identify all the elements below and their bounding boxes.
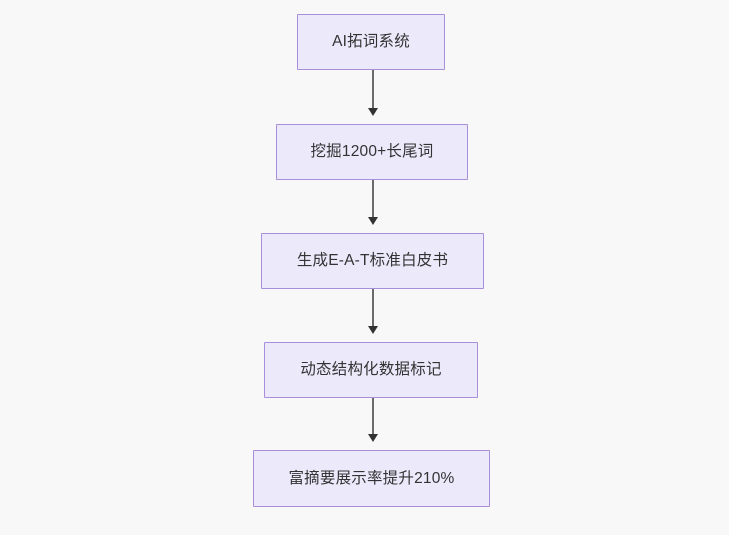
flow-connector-2: [367, 180, 378, 225]
arrowhead-icon: [367, 325, 378, 334]
connector-line: [372, 398, 374, 435]
flow-node-label: 挖掘1200+长尾词: [310, 143, 434, 161]
arrowhead-icon: [367, 433, 378, 442]
flow-node-mine-longtail-keywords[interactable]: 挖掘1200+长尾词: [276, 124, 468, 180]
flow-connector-3: [367, 289, 378, 334]
connector-line: [372, 70, 374, 109]
flow-node-ai-keyword-system[interactable]: AI拓词系统: [297, 14, 445, 70]
flow-connector-1: [367, 70, 378, 116]
flow-node-dynamic-structured-data[interactable]: 动态结构化数据标记: [264, 342, 478, 398]
flow-node-generate-eat-whitepaper[interactable]: 生成E-A-T标准白皮书: [261, 233, 484, 289]
arrowhead-icon: [367, 107, 378, 116]
connector-line: [372, 180, 374, 218]
connector-line: [372, 289, 374, 327]
flow-node-label: 生成E-A-T标准白皮书: [296, 252, 449, 270]
flow-connector-4: [367, 398, 378, 442]
flow-node-label: 富摘要展示率提升210%: [288, 469, 455, 487]
flow-node-rich-snippet-uplift[interactable]: 富摘要展示率提升210%: [253, 450, 490, 507]
arrowhead-icon: [367, 216, 378, 225]
flow-node-label: AI拓词系统: [332, 33, 410, 51]
flow-node-label: 动态结构化数据标记: [300, 361, 442, 379]
